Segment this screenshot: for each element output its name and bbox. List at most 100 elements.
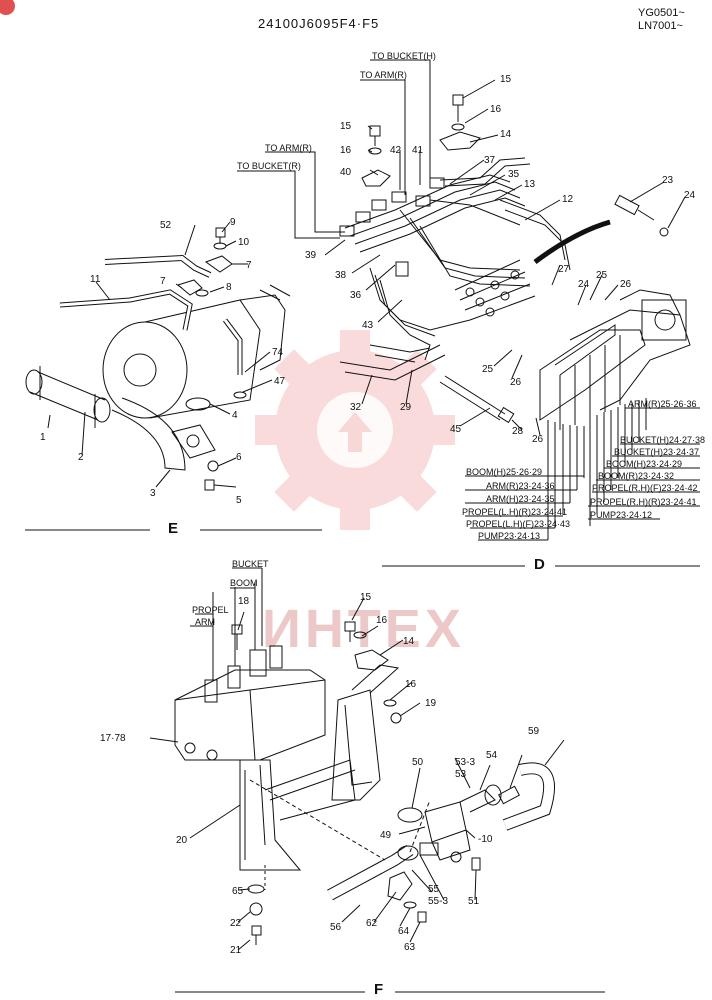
svg-text:8: 8 [226, 282, 232, 293]
svg-text:54: 54 [486, 750, 498, 761]
svg-text:45: 45 [450, 424, 462, 435]
svg-text:16: 16 [405, 679, 417, 690]
svg-text:55: 55 [428, 884, 440, 895]
serial-range-1: YG0501~ [638, 7, 685, 19]
svg-text:55-3: 55-3 [428, 896, 448, 907]
port-label: PROPEL(R.H)(F)23·24·42 [592, 483, 698, 493]
svg-text:14: 14 [403, 636, 415, 647]
svg-text:16: 16 [490, 104, 502, 115]
svg-text:20: 20 [176, 835, 188, 846]
svg-text:49: 49 [380, 830, 392, 841]
svg-text:3: 3 [150, 488, 156, 499]
svg-text:16: 16 [376, 615, 388, 626]
svg-text:23: 23 [662, 175, 674, 186]
routing-label-to-bucket-h: TO BUCKET(H) [372, 51, 436, 61]
port-label: PROPEL(L.H)(F)23·24·43 [466, 519, 571, 529]
svg-text:24: 24 [684, 190, 696, 201]
svg-text:7: 7 [160, 276, 166, 287]
valve-label-boom: BOOM [230, 578, 258, 588]
svg-text:15: 15 [340, 121, 352, 132]
svg-text:25: 25 [482, 364, 494, 375]
routing-label-to-bucket-r: TO BUCKET(R) [237, 161, 301, 171]
svg-text:47: 47 [274, 376, 286, 387]
section-label-e: E [168, 520, 179, 537]
svg-text:27: 27 [558, 264, 570, 275]
svg-text:50: 50 [412, 757, 424, 768]
svg-text:6: 6 [236, 452, 242, 463]
svg-text:62: 62 [366, 918, 378, 929]
section-label-f: F [374, 981, 384, 998]
valve-label-arm: ARM [195, 617, 215, 627]
watermark-text: ИНТЕХ [262, 599, 465, 659]
svg-text:35: 35 [508, 169, 520, 180]
svg-text:37: 37 [484, 155, 496, 166]
svg-text:7: 7 [246, 260, 252, 271]
svg-text:1: 1 [40, 432, 46, 443]
port-label: BUCKET(H)23·24·37 [614, 447, 700, 457]
svg-text:19: 19 [425, 698, 437, 709]
svg-text:43: 43 [362, 320, 374, 331]
svg-text:15: 15 [360, 592, 372, 603]
port-label: BOOM(H)25·26·29 [466, 467, 543, 477]
svg-text:9: 9 [230, 217, 236, 228]
svg-text:-10: -10 [478, 834, 493, 845]
svg-text:26: 26 [532, 434, 544, 445]
port-label: BUCKET(H)24·27·38 [620, 435, 706, 445]
svg-text:38: 38 [335, 270, 347, 281]
svg-text:32: 32 [350, 402, 362, 413]
svg-text:21: 21 [230, 945, 242, 956]
port-label: PUMP23·24·13 [478, 531, 541, 541]
svg-text:65: 65 [232, 886, 244, 897]
routing-label-to-arm-r-upper: TO ARM(R) [360, 70, 407, 80]
svg-text:24: 24 [578, 279, 590, 290]
svg-text:26: 26 [620, 279, 632, 290]
svg-text:10: 10 [238, 237, 250, 248]
svg-text:39: 39 [305, 250, 317, 261]
port-label: ARM(H)23·24·35 [486, 494, 555, 504]
svg-text:59: 59 [528, 726, 540, 737]
svg-text:25: 25 [596, 270, 608, 281]
port-label: PROPEL(R.H)(R)23·24·41 [590, 497, 697, 507]
port-label: PROPEL(L.H)(R)23·24·41 [462, 507, 568, 517]
port-label: BOOM(R)23·24·32 [598, 471, 675, 481]
svg-text:41: 41 [412, 145, 424, 156]
valve-label-bucket: BUCKET [232, 559, 269, 569]
svg-text:53: 53 [455, 769, 467, 780]
svg-text:29: 29 [400, 402, 412, 413]
port-label: BOOM(H)23·24·29 [606, 459, 683, 469]
svg-text:52: 52 [160, 220, 172, 231]
svg-text:5: 5 [236, 495, 242, 506]
svg-text:17·78: 17·78 [100, 733, 126, 744]
port-label: ARM(R)23·24·36 [486, 481, 555, 491]
svg-text:18: 18 [238, 596, 250, 607]
serial-range-2: LN7001~ [638, 20, 683, 32]
svg-text:64: 64 [398, 926, 410, 937]
svg-text:15: 15 [500, 74, 512, 85]
svg-text:74: 74 [272, 347, 284, 358]
svg-text:16: 16 [340, 145, 352, 156]
svg-text:42: 42 [390, 145, 402, 156]
svg-text:36: 36 [350, 290, 362, 301]
diagram-code: 24100J6095F4·F5 [258, 16, 380, 31]
section-label-d: D [534, 556, 545, 573]
svg-text:13: 13 [524, 179, 536, 190]
svg-text:22: 22 [230, 918, 242, 929]
svg-text:28: 28 [512, 426, 524, 437]
svg-text:4: 4 [232, 410, 238, 421]
svg-text:2: 2 [78, 452, 84, 463]
svg-text:14: 14 [500, 129, 512, 140]
svg-text:12: 12 [562, 194, 574, 205]
svg-text:26: 26 [510, 377, 522, 388]
svg-text:56: 56 [330, 922, 342, 933]
valve-label-propel: PROPEL [192, 605, 229, 615]
port-label: ARM(R)25·26·36 [628, 399, 697, 409]
svg-text:11: 11 [90, 274, 101, 285]
svg-text:53-3: 53-3 [455, 757, 475, 768]
svg-text:40: 40 [340, 167, 352, 178]
watermark-gear-icon [255, 330, 455, 530]
svg-text:51: 51 [468, 896, 480, 907]
routing-label-to-arm-r: TO ARM(R) [265, 143, 312, 153]
